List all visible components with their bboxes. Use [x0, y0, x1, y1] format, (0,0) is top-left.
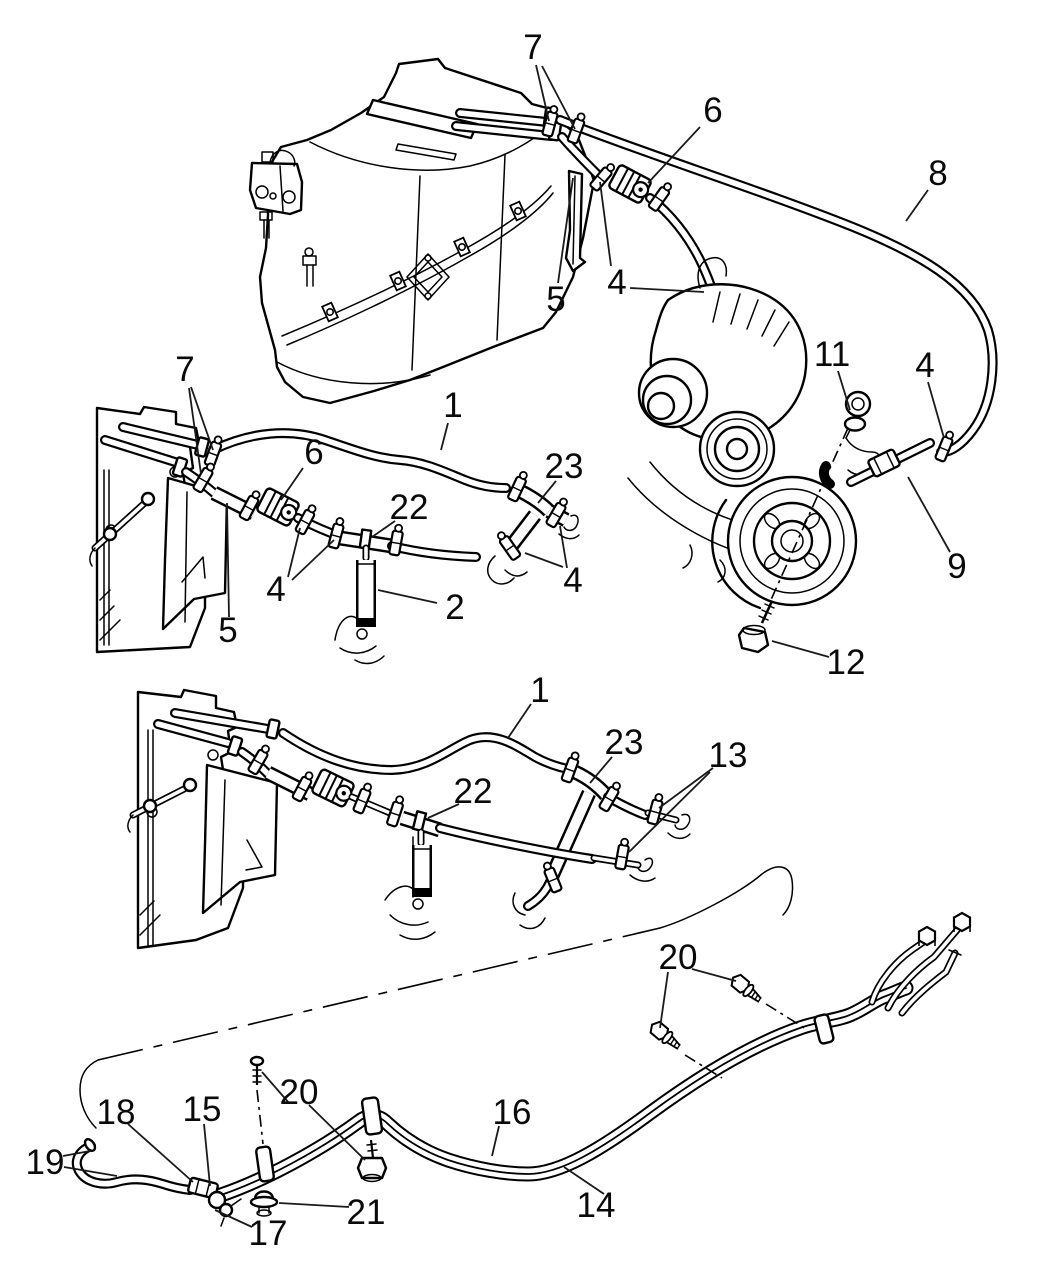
- cylinder-v2: [384, 836, 436, 940]
- bolt-20-right-b: [646, 1018, 685, 1054]
- leader-lines: [62, 64, 951, 1228]
- cylinder-2-v1: [334, 560, 385, 665]
- callout-13: 13: [709, 736, 748, 775]
- callout-22-v1: 22: [390, 488, 429, 527]
- callout-4-v1-a: 4: [266, 570, 285, 609]
- callout-7-top: 7: [523, 28, 542, 67]
- callout-6-top: 6: [703, 91, 722, 130]
- tube-risers: [868, 911, 972, 1017]
- callout-7-v1: 7: [175, 350, 194, 389]
- callout-23-v2: 23: [605, 723, 644, 762]
- callout-labels: 7 6 8 4 5 11 4 9 12 7 6 1 23 22 4 2 5 4 …: [26, 28, 967, 1253]
- elbow-23-v2: [571, 765, 691, 840]
- callout-16: 16: [493, 1093, 532, 1132]
- callout-12: 12: [827, 643, 866, 682]
- bracket-rod-v2: [127, 777, 198, 833]
- callout-17: 17: [249, 1214, 288, 1253]
- idler-pulley: [698, 410, 776, 488]
- frame-right-corner: [659, 866, 794, 929]
- callout-14: 14: [577, 1186, 616, 1225]
- tee-22-v1: [338, 528, 394, 562]
- strap-clip-B: [360, 1096, 384, 1136]
- tee-22-v2: [399, 810, 443, 847]
- engine-squiggle-1: [682, 544, 693, 569]
- callout-19: 19: [26, 1143, 65, 1182]
- chassis-lines: [71, 911, 972, 1227]
- callout-1-v1: 1: [443, 386, 462, 425]
- housing-connector-block: [248, 149, 304, 216]
- engine-tubes-v2: [153, 708, 281, 757]
- pulley-back-rim: [711, 498, 762, 610]
- pump-assembly: [627, 256, 957, 654]
- callout-23-v1: 23: [545, 447, 584, 486]
- housing-outline: [258, 57, 596, 405]
- callout-5-v1: 5: [218, 611, 237, 650]
- strap-clip-C: [813, 1013, 835, 1045]
- hose-to-pump-2: [645, 193, 718, 298]
- strap-clip-15: [255, 1145, 275, 1183]
- callout-11: 11: [814, 335, 850, 374]
- frame-left-hook: [79, 1059, 99, 1129]
- housing-stud-pins: [259, 211, 317, 287]
- pump-mount-hook: [697, 256, 728, 289]
- housing-top-face-line: [309, 123, 552, 171]
- hose-19: [71, 1138, 195, 1195]
- housing-bottom-lip: [276, 361, 431, 385]
- callout-6-v1: 6: [304, 433, 323, 472]
- pump-ribs: [712, 291, 790, 347]
- callout-2: 2: [445, 588, 464, 627]
- heat-shield-v2: [201, 763, 279, 915]
- union-fitting-v2: [309, 767, 358, 810]
- housing-panel-line-1: [411, 175, 421, 371]
- mount-bolt-axis: [769, 427, 849, 603]
- callout-22-v2: 22: [454, 772, 493, 811]
- callout-4-top-b: 4: [915, 346, 934, 385]
- engine-squiggle-2: [717, 559, 726, 583]
- housing-seam-upper: [281, 185, 552, 337]
- housing-seam-lower: [286, 192, 554, 346]
- callout-5-top: 5: [546, 280, 565, 319]
- callout-8: 8: [928, 154, 947, 193]
- heater-housing: [248, 57, 596, 405]
- engine-view-2: [127, 688, 691, 950]
- main-pulley: [726, 475, 858, 607]
- housing-panel-line-2: [496, 154, 506, 341]
- bolt-20-right-a: [727, 971, 766, 1007]
- callout-4-v1-b: 4: [563, 561, 582, 600]
- callout-9: 9: [947, 547, 966, 586]
- callout-21: 21: [347, 1193, 386, 1232]
- bracket-rod-v1: [89, 491, 156, 567]
- heater-core-tubes: [451, 106, 563, 142]
- callout-1-v2: 1: [530, 671, 549, 710]
- screw-20-left: [249, 1055, 265, 1145]
- callout-4-top-a: 4: [607, 263, 626, 302]
- engine-view-1: [89, 405, 580, 665]
- fitting-9: [818, 438, 935, 489]
- seam-screw-tabs: [320, 200, 528, 323]
- frame-boundary: [79, 866, 794, 1129]
- callout-18: 18: [97, 1093, 136, 1132]
- housing-badge: [406, 253, 450, 301]
- callout-15: 15: [183, 1090, 222, 1129]
- housing-rib: [365, 98, 479, 140]
- bolt-12: [737, 600, 775, 654]
- grommet-21: [249, 1190, 279, 1217]
- callout-20-right: 20: [659, 938, 698, 977]
- screw-20-mid: [356, 1139, 388, 1183]
- housing-slot: [395, 143, 457, 161]
- pump-snout: [637, 357, 709, 429]
- engine-tubes-v1: [100, 422, 210, 478]
- callout-20-left: 20: [280, 1073, 319, 1112]
